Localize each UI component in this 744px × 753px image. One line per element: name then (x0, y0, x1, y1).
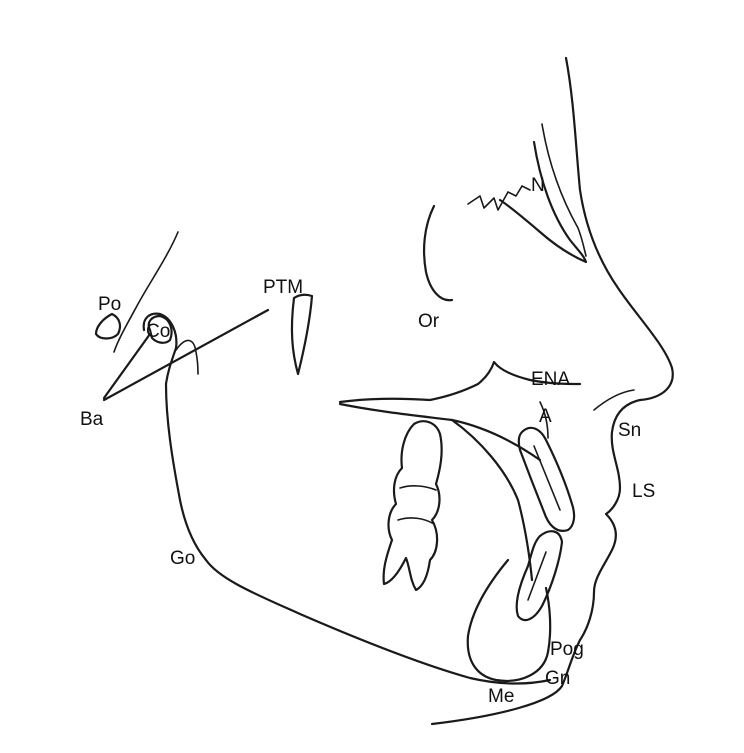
label-a: A (539, 406, 552, 427)
mandible-outline (144, 314, 550, 684)
sigmoid-notch (176, 340, 198, 374)
label-ls: LS (632, 481, 655, 502)
label-me: Me (488, 686, 514, 707)
nostril-curve (594, 390, 634, 410)
label-go: Go (170, 548, 195, 569)
label-pog: Pog (550, 639, 584, 660)
label-gn: Gn (545, 668, 570, 689)
porion-contour (96, 314, 120, 339)
symphysis (468, 560, 550, 681)
upper-incisor-root (534, 446, 560, 510)
nasion-suture (468, 186, 530, 210)
label-sn: Sn (618, 420, 641, 441)
label-ptm: PTM (263, 277, 303, 298)
label-co: Co (146, 321, 170, 342)
upper-incisor (519, 428, 574, 531)
nasal-bone (500, 142, 586, 262)
label-po: Po (98, 294, 121, 315)
ba-ptm-line (104, 310, 268, 400)
orbit-contour (424, 206, 452, 300)
label-or: Or (418, 311, 440, 332)
upper-molar-groove (398, 486, 436, 524)
label-ba: Ba (80, 409, 104, 430)
soft-tissue-profile (432, 58, 673, 724)
label-ena: ENA (531, 369, 570, 390)
ptm-fissure (292, 295, 312, 374)
upper-molar (384, 421, 442, 590)
lower-incisor (517, 531, 562, 620)
label-n: N (531, 175, 545, 196)
